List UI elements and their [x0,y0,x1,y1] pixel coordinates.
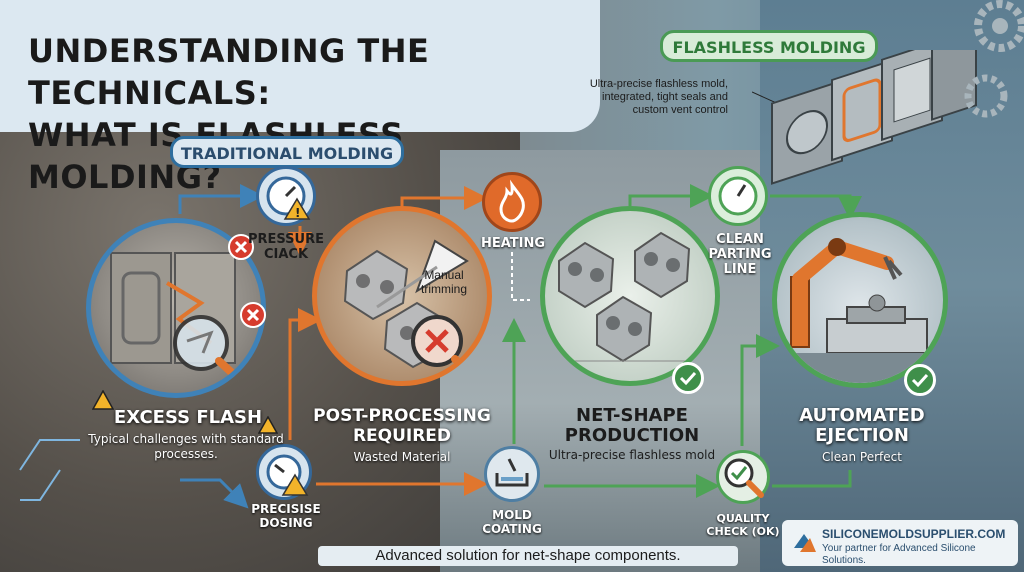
excess-flash-description: Typical challenges with standard process… [88,432,284,461]
x-icon [228,234,254,260]
gear-icon [964,0,1024,118]
magnifier-icon [716,450,770,504]
brand-tagline: Your partner for Advanced Silicone Solut… [822,543,976,566]
post-processing-description: Wasted Material [353,450,451,464]
title-line-1: UNDERSTANDING THE TECHNICALS: [28,32,430,112]
check-icon [672,362,704,394]
bottom-caption: Advanced solution for net-shape componen… [318,546,738,566]
brand-footer[interactable] [782,520,1018,566]
mold-coating-step-label: MOLD COATING [482,508,542,536]
clean-parting-gauge-icon [708,166,768,226]
manual-trimming-callout: Manual trimming [420,268,467,296]
heating-step-label: HEATING [480,236,546,251]
quality-check-step-label: QUALITY CHECK (OK) [706,512,780,538]
post-processing-illustration [312,206,492,386]
warning-icon [258,416,278,434]
post-processing-heading: POST-PROCESSING REQUIRED [313,406,491,446]
mold-coating-icon [484,446,540,502]
flame-icon [482,172,542,232]
traditional-molding-label: TRADITIONAL MOLDING [170,136,404,168]
automated-ejection-heading: AUTOMATED EJECTION [799,405,925,446]
dosing-gauge-icon [256,444,312,500]
flashless-molding-label: FLASHLESS MOLDING [660,30,878,62]
automated-ejection-description: Clean Perfect [822,450,902,464]
pressure-step-label: PRESSURE CIACK [247,232,324,262]
net-shape-heading: NET-SHAPE PRODUCTION [564,405,700,446]
clean-parting-step-label: CLEAN PARTING LINE [708,232,772,277]
dosing-step-label: PRECISISE DOSING [251,502,321,530]
check-icon [904,364,936,396]
brand-name[interactable]: SILICONEMOLDSUPPLIER.COM [822,527,1006,541]
brand-logo-icon [794,534,816,552]
excess-flash-heading: EXCESS FLASH [113,407,263,428]
exploded-mold-icon [752,50,977,185]
automated-ejection-illustration [772,212,948,388]
svg-text:!: ! [295,206,300,220]
net-shape-description: Ultra-precise flashless mold [548,448,716,462]
net-shape-illustration [540,206,720,386]
title-banner [0,0,600,132]
pressure-gauge-icon: ! [256,166,316,226]
flashless-mold-description: Ultra-precise flashless mold, integrated… [589,78,728,116]
x-icon [240,302,266,328]
warning-icon [92,390,114,410]
